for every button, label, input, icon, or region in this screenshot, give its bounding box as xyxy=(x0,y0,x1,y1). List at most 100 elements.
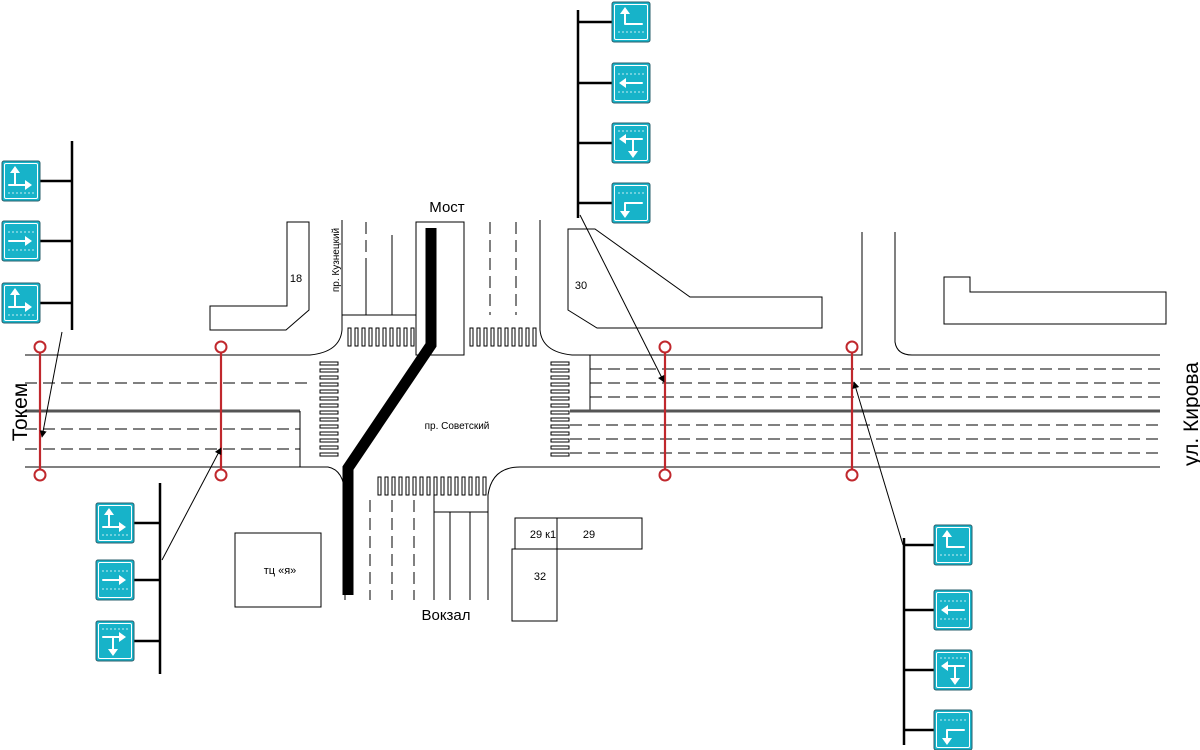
mall-label: тц «я» xyxy=(264,565,297,577)
bridge-structure xyxy=(415,221,465,356)
crosswalk-stripe xyxy=(319,403,339,408)
street-label-kirova: ул. Кирова xyxy=(1180,362,1200,466)
crosswalk-stripe xyxy=(550,438,570,443)
gate-end-marker xyxy=(214,340,228,354)
crosswalk-stripe xyxy=(475,476,480,496)
crosswalk-stripe xyxy=(504,327,509,347)
crosswalk-stripe xyxy=(398,476,403,496)
crosswalk-stripe xyxy=(550,417,570,422)
straight-lane-icon xyxy=(578,62,651,104)
crosswalk-stripe xyxy=(550,375,570,380)
sign-poles xyxy=(70,10,906,745)
crosswalk-stripe xyxy=(447,476,452,496)
crosswalk-stripe xyxy=(469,327,474,347)
gate-end-marker xyxy=(658,340,672,354)
crosswalk-east xyxy=(550,361,570,457)
crosswalk-stripe xyxy=(433,476,438,496)
crosswalk-stripe xyxy=(377,476,382,496)
building-number-29k1: 29 к1 xyxy=(530,529,556,541)
crosswalk-stripe xyxy=(550,445,570,450)
crosswalk-stripe xyxy=(550,382,570,387)
straight-lane-icon xyxy=(1,220,72,262)
lane-direction-signs xyxy=(1,1,973,750)
crosswalk-north-left xyxy=(347,327,415,347)
crosswalk-stripe xyxy=(550,361,570,366)
gate-end-marker xyxy=(845,468,859,482)
crosswalk-stripe xyxy=(550,431,570,436)
crosswalk-stripe xyxy=(403,327,408,347)
pointer-bottom-left xyxy=(161,447,222,561)
crosswalk-stripe xyxy=(550,368,570,373)
crosswalk-stripe xyxy=(319,410,339,415)
building-mall xyxy=(234,532,322,608)
buildings xyxy=(209,221,1167,622)
crosswalk-stripe xyxy=(550,403,570,408)
gate-end-marker xyxy=(845,340,859,354)
crosswalk-stripe xyxy=(550,424,570,429)
building-number-18: 18 xyxy=(290,273,302,285)
straight-and-right-lane-icon xyxy=(1,282,72,324)
crosswalk-stripe xyxy=(490,327,495,347)
crosswalk-stripe xyxy=(319,382,339,387)
straight-and-down-lane-icon xyxy=(578,122,651,164)
crosswalk-stripe xyxy=(319,431,339,436)
crosswalk-stripe xyxy=(375,327,380,347)
crosswalk-stripe xyxy=(532,327,537,347)
crosswalk-south xyxy=(377,476,487,496)
text-labels: Токем ул. Кирова Мост Вокзал пр. Кузнецк… xyxy=(9,199,1200,624)
straight-lane-icon xyxy=(904,589,973,631)
lane-markings xyxy=(25,222,1160,600)
crosswalk-stripe xyxy=(426,476,431,496)
turn-down-lane-icon xyxy=(578,182,651,224)
pointer-bottom-right xyxy=(852,381,904,546)
crosswalk-stripe xyxy=(550,452,570,457)
crosswalk-stripe xyxy=(389,327,394,347)
crosswalk-stripe xyxy=(440,476,445,496)
crosswalk-stripe xyxy=(368,327,373,347)
crosswalk-stripe xyxy=(391,476,396,496)
crosswalk-stripe xyxy=(354,327,359,347)
building-32 xyxy=(511,548,558,622)
turn-down-lane-icon xyxy=(904,709,973,750)
crosswalk-stripe xyxy=(384,476,389,496)
crosswalk-stripe xyxy=(454,476,459,496)
gate-end-marker xyxy=(658,468,672,482)
building-number-30: 30 xyxy=(575,280,587,292)
crosswalk-stripe xyxy=(410,327,415,347)
pointer-top-left xyxy=(39,331,63,438)
crosswalk-stripe xyxy=(319,375,339,380)
crosswalk-stripe xyxy=(461,476,466,496)
crosswalk-stripe xyxy=(497,327,502,347)
pointer-top-center xyxy=(579,214,665,383)
crosswalk-stripe xyxy=(319,396,339,401)
building-30 xyxy=(567,228,823,329)
crosswalk-stripe xyxy=(361,327,366,347)
crosswalk-stripe xyxy=(483,327,488,347)
building-number-29: 29 xyxy=(583,529,595,541)
crosswalk-stripe xyxy=(319,438,339,443)
crosswalk-stripe xyxy=(347,327,352,347)
crosswalk-stripe xyxy=(319,361,339,366)
avenue-label-sovetsky: пр. Советский xyxy=(425,421,490,432)
crosswalk-west xyxy=(319,361,339,457)
crosswalk-stripe xyxy=(518,327,523,347)
straight-and-down-lane-icon xyxy=(904,649,973,691)
straight-lane-icon xyxy=(95,559,160,601)
building-18 xyxy=(209,221,310,331)
crosswalk-stripe xyxy=(382,327,387,347)
crosswalk-stripe xyxy=(482,476,487,496)
building-kirova xyxy=(943,276,1167,325)
straight-and-right-lane-icon xyxy=(1,160,72,202)
building-29k1 xyxy=(514,517,558,550)
crosswalk-stripe xyxy=(468,476,473,496)
crosswalk-stripe xyxy=(405,476,410,496)
crosswalk-stripe xyxy=(319,445,339,450)
building-number-32: 32 xyxy=(534,571,546,583)
straight-and-right-lane-icon xyxy=(95,502,160,544)
crosswalk-stripe xyxy=(525,327,530,347)
station-label: Вокзал xyxy=(421,607,470,624)
crosswalk-stripe xyxy=(419,476,424,496)
gate-end-marker xyxy=(33,340,47,354)
pointer-arrows xyxy=(39,214,904,561)
